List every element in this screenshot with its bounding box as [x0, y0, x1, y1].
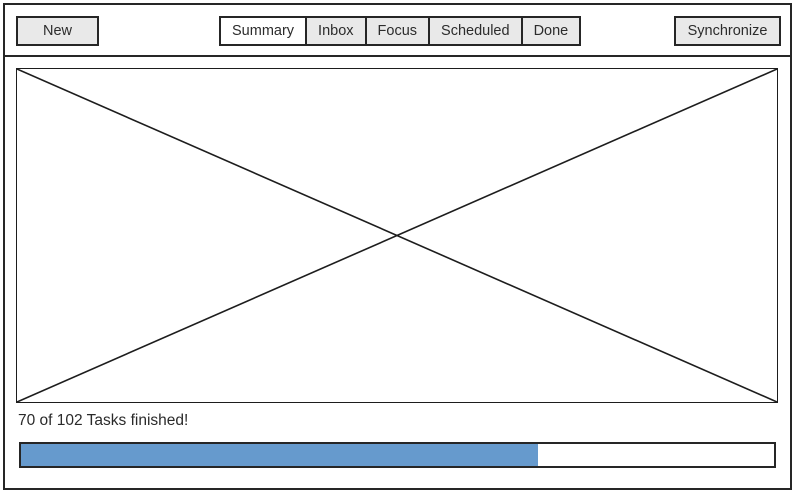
- main-content: 70 of 102 Tasks finished!: [5, 57, 790, 488]
- progress-label: 70 of 102 Tasks finished!: [18, 412, 189, 429]
- cross-lines-icon: [17, 69, 777, 402]
- tab-scheduled[interactable]: Scheduled: [430, 18, 523, 44]
- view-tab-group: Summary Inbox Focus Scheduled Done: [219, 16, 582, 46]
- progress-bar-fill: [21, 444, 538, 466]
- tab-done[interactable]: Done: [522, 18, 580, 44]
- image-placeholder-cross: [16, 68, 778, 403]
- tab-summary[interactable]: Summary: [221, 18, 308, 44]
- synchronize-button[interactable]: Synchronize: [674, 16, 781, 46]
- tab-focus[interactable]: Focus: [366, 18, 431, 44]
- app-window: New Summary Inbox Focus Scheduled Done S…: [3, 3, 792, 490]
- new-button[interactable]: New: [16, 16, 99, 46]
- toolbar: New Summary Inbox Focus Scheduled Done S…: [5, 5, 790, 57]
- task-progress-bar: [19, 442, 776, 468]
- tab-inbox[interactable]: Inbox: [307, 18, 367, 44]
